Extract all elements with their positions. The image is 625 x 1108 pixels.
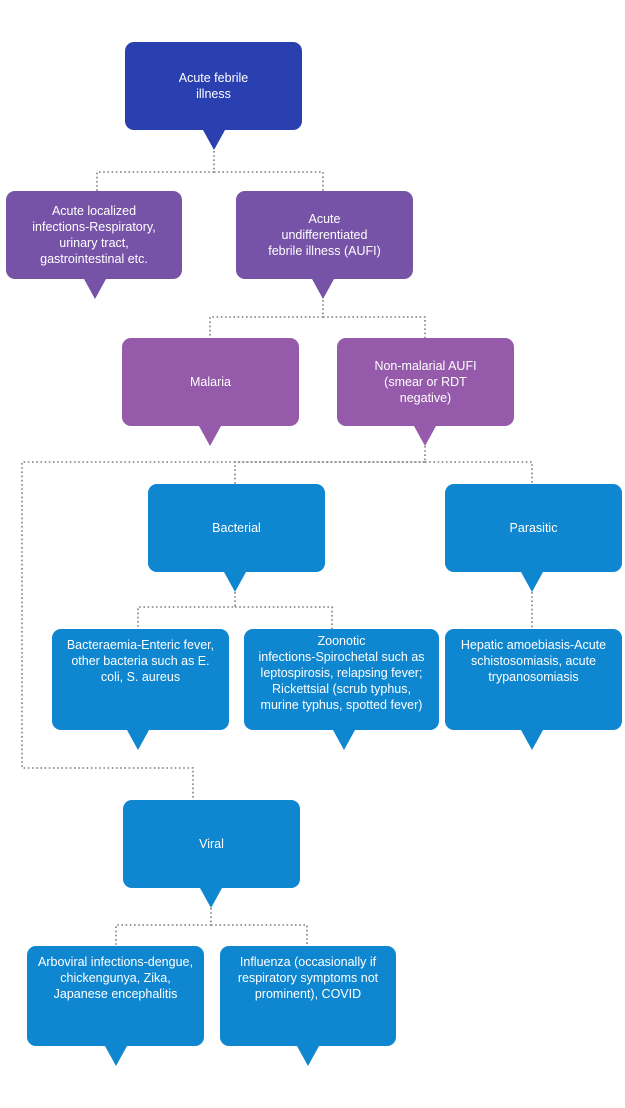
connector-level-5 (115, 908, 308, 946)
node-malaria: Malaria (122, 338, 299, 426)
pointer-arrow (414, 426, 436, 446)
node-bacteraemia: Bacteraemia-Enteric fever,other bacteria… (52, 629, 229, 730)
pointer-arrow (333, 730, 355, 750)
node-label: Viral (199, 837, 224, 851)
pointer-arrow (203, 130, 225, 150)
pointer-arrow (199, 426, 221, 446)
pointer-arrow (105, 1046, 127, 1066)
pointer-arrow (521, 572, 543, 592)
connector-level-1 (96, 151, 324, 191)
node-label: Bacteraemia-Enteric fever,other bacteria… (66, 638, 215, 684)
pointer-arrow (200, 888, 222, 908)
connector-level-2 (209, 300, 426, 338)
node-arboviral-infections: Arboviral infections-dengue,chickengunya… (27, 946, 204, 1046)
pointer-arrow (297, 1046, 319, 1066)
pointer-arrow (521, 730, 543, 750)
node-label: Parasitic (509, 521, 558, 535)
node-bacterial: Bacterial (148, 484, 325, 572)
node-label: Malaria (190, 375, 231, 389)
node-label: Bacterial (212, 521, 261, 535)
pointer-arrow (224, 572, 246, 592)
connector-level-3 (21, 446, 533, 800)
connector-level-4a (137, 592, 333, 629)
node-viral: Viral (123, 800, 300, 888)
pointer-arrow (84, 279, 106, 299)
node-label: Arboviral infections-dengue,chickengunya… (38, 955, 193, 1001)
node-parasitic: Parasitic (445, 484, 622, 572)
pointer-arrow (312, 279, 334, 299)
pointer-arrow (127, 730, 149, 750)
